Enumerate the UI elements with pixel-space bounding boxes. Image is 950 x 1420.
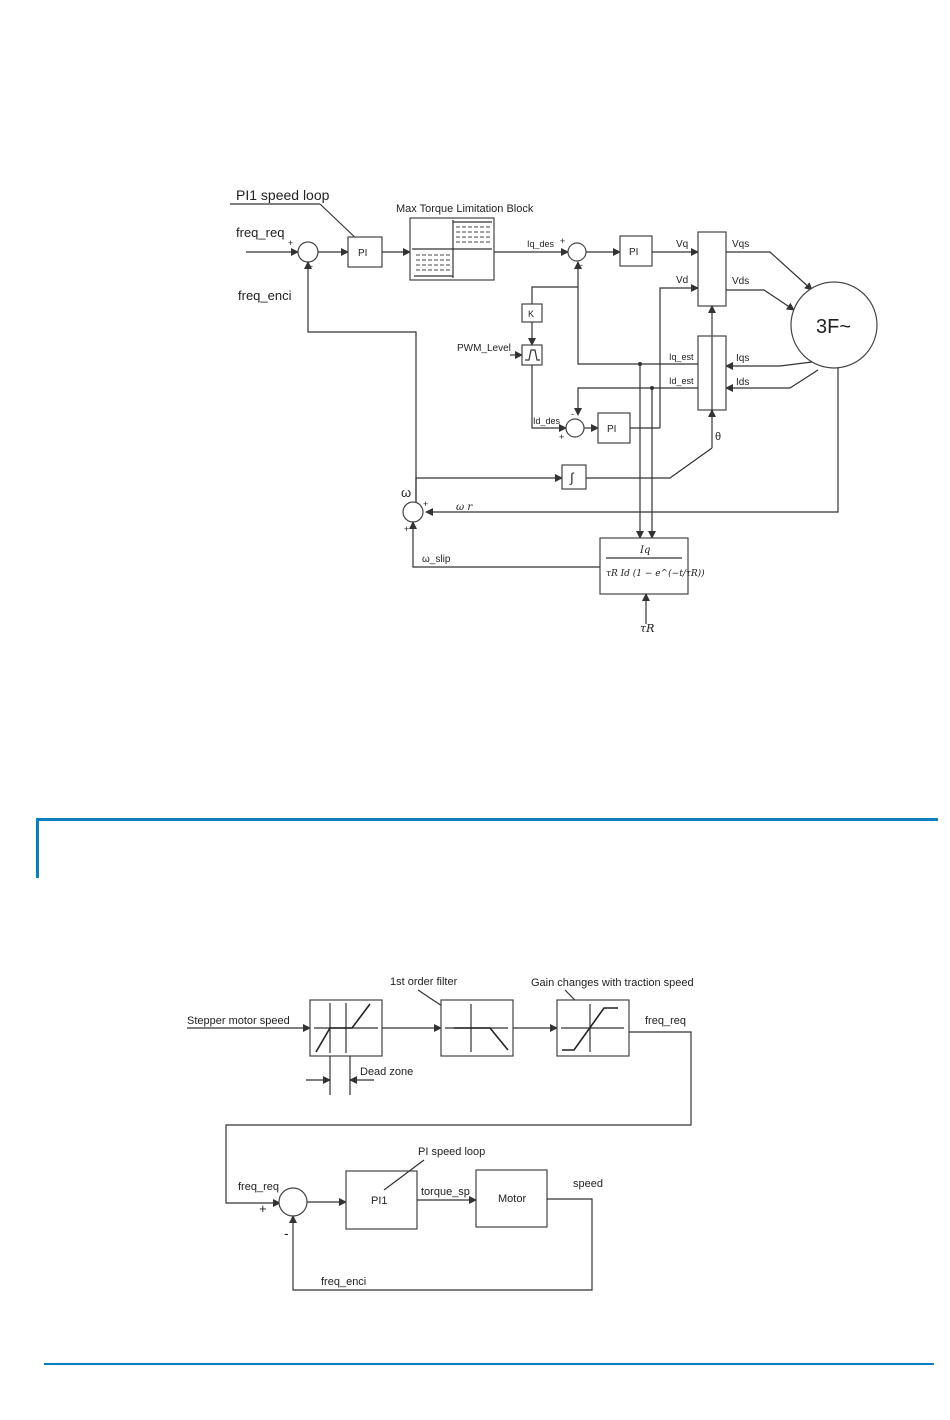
motor-3f	[790, 281, 878, 369]
sum5-minus: -	[284, 1225, 289, 1241]
slip-formula-block	[599, 537, 689, 595]
freq-enci-bottom-label: freq_enci	[321, 1276, 366, 1288]
ids-label: Ids	[736, 377, 749, 388]
sum3-plus: +	[559, 432, 564, 442]
iqs-label: Iqs	[736, 353, 749, 364]
pi-block-iq	[619, 235, 653, 267]
pi1-speed-loop-label: PI1 speed loop	[236, 187, 330, 203]
pi-block-speed	[347, 236, 383, 268]
id-des-label: Id_des	[533, 416, 561, 426]
sum2-plus: +	[560, 236, 565, 246]
footer-rule	[44, 1363, 934, 1365]
pwm-level-label: PWM_Level	[457, 343, 511, 354]
sum-junction-omega	[402, 501, 424, 523]
pi-block-speed-label: PI	[358, 248, 367, 259]
vector-control-diagram: PI1 speed loop freq_req + - freq_enci PI…	[230, 187, 878, 635]
vqs-label: Vqs	[732, 239, 749, 250]
k-input-line	[531, 286, 578, 304]
pi-speed-loop-label: PI speed loop	[418, 1146, 485, 1158]
vqs-arrow	[726, 251, 813, 291]
sum1-plus: +	[288, 238, 293, 248]
dead-zone-block	[309, 999, 383, 1057]
speed-feedback-line	[304, 261, 417, 502]
stepper-motor-speed-label: Stepper motor speed	[187, 1015, 290, 1027]
freq-enci-label: freq_enci	[238, 288, 292, 303]
iqs-arrow	[725, 361, 813, 370]
gain-block	[556, 999, 630, 1057]
gain-changes-label: Gain changes with traction speed	[531, 977, 694, 989]
inverse-park-block	[697, 231, 727, 307]
sum4-plus: +	[423, 499, 428, 509]
pi-block-iq-label: PI	[629, 247, 638, 258]
motor-block	[475, 1169, 548, 1228]
iq-est-label: Iq_est	[669, 352, 694, 362]
motor-3f-label: 3F~	[816, 316, 851, 338]
pi-loop-leader	[383, 1159, 425, 1191]
freq-req-label: freq_req	[236, 225, 284, 240]
max-torque-label: Max Torque Limitation Block	[396, 203, 534, 215]
speed-control-chain-diagram: Stepper motor speed Dead zone 1st order …	[187, 976, 694, 1291]
integrator-label: ∫	[569, 470, 575, 485]
vds-label: Vds	[732, 276, 749, 287]
vds-arrow	[726, 289, 795, 311]
speed-feedback-loop	[289, 1198, 593, 1291]
freq-req-bottom-label: freq_req	[238, 1181, 279, 1193]
pi1-block-label: PI1	[371, 1195, 388, 1207]
torque-sp-label: torque_sp	[421, 1186, 470, 1198]
id-est-label: Id_est	[669, 376, 694, 386]
theta-label: θ	[715, 431, 721, 443]
omega-r-label: ω r	[456, 502, 473, 513]
sum-junction-speed	[297, 241, 319, 263]
vd-line	[659, 284, 699, 428]
id-des-line	[531, 365, 567, 432]
omega-r-arrow	[425, 368, 839, 516]
sum2-minus: -	[580, 260, 583, 270]
omega-slip-arrow	[409, 521, 600, 568]
section-header-bar	[36, 818, 938, 878]
ids-arrow	[725, 369, 819, 392]
pi-block-id	[597, 412, 631, 444]
omega-to-integrator	[415, 474, 563, 502]
freq-req-top-label: freq_req	[645, 1015, 686, 1027]
sum-junction-iq	[567, 242, 587, 262]
sum3-minus: -	[571, 409, 574, 419]
k-gain-label: K	[528, 309, 534, 319]
dead-zone-label: Dead zone	[360, 1066, 413, 1078]
tau-r-label: τR	[640, 622, 654, 635]
first-order-filter-block	[440, 999, 514, 1057]
limiter-block	[521, 344, 543, 366]
formula-denominator: τR Id (1 − e^(−t/τR))	[606, 568, 705, 579]
sum-junction-speed-loop	[278, 1187, 308, 1217]
id-est-line	[574, 387, 698, 416]
sum-junction-id	[565, 418, 585, 438]
speed-label: speed	[573, 1178, 603, 1190]
omega-label: ω	[401, 485, 411, 500]
motor-block-label: Motor	[498, 1193, 526, 1205]
integrator-to-theta	[586, 447, 713, 479]
iq-des-label: Iq_des	[527, 239, 555, 249]
omega-slip-label: ω_slip	[422, 554, 451, 565]
max-torque-limitation-block	[409, 217, 495, 281]
first-order-filter-label: 1st order filter	[390, 976, 458, 988]
formula-numerator: Iq	[639, 545, 650, 556]
pi1-block	[345, 1170, 418, 1230]
freq-req-loop-line	[225, 1031, 692, 1207]
vq-label: Vq	[676, 239, 688, 250]
iq-est-line	[577, 287, 698, 365]
sum4-plus-bottom: +	[404, 524, 409, 534]
pi-block-id-label: PI	[607, 424, 616, 435]
vd-label: Vd	[676, 275, 688, 286]
sum5-plus: +	[259, 1201, 267, 1216]
integrator-block	[561, 464, 587, 490]
sum1-minus: -	[310, 261, 313, 271]
